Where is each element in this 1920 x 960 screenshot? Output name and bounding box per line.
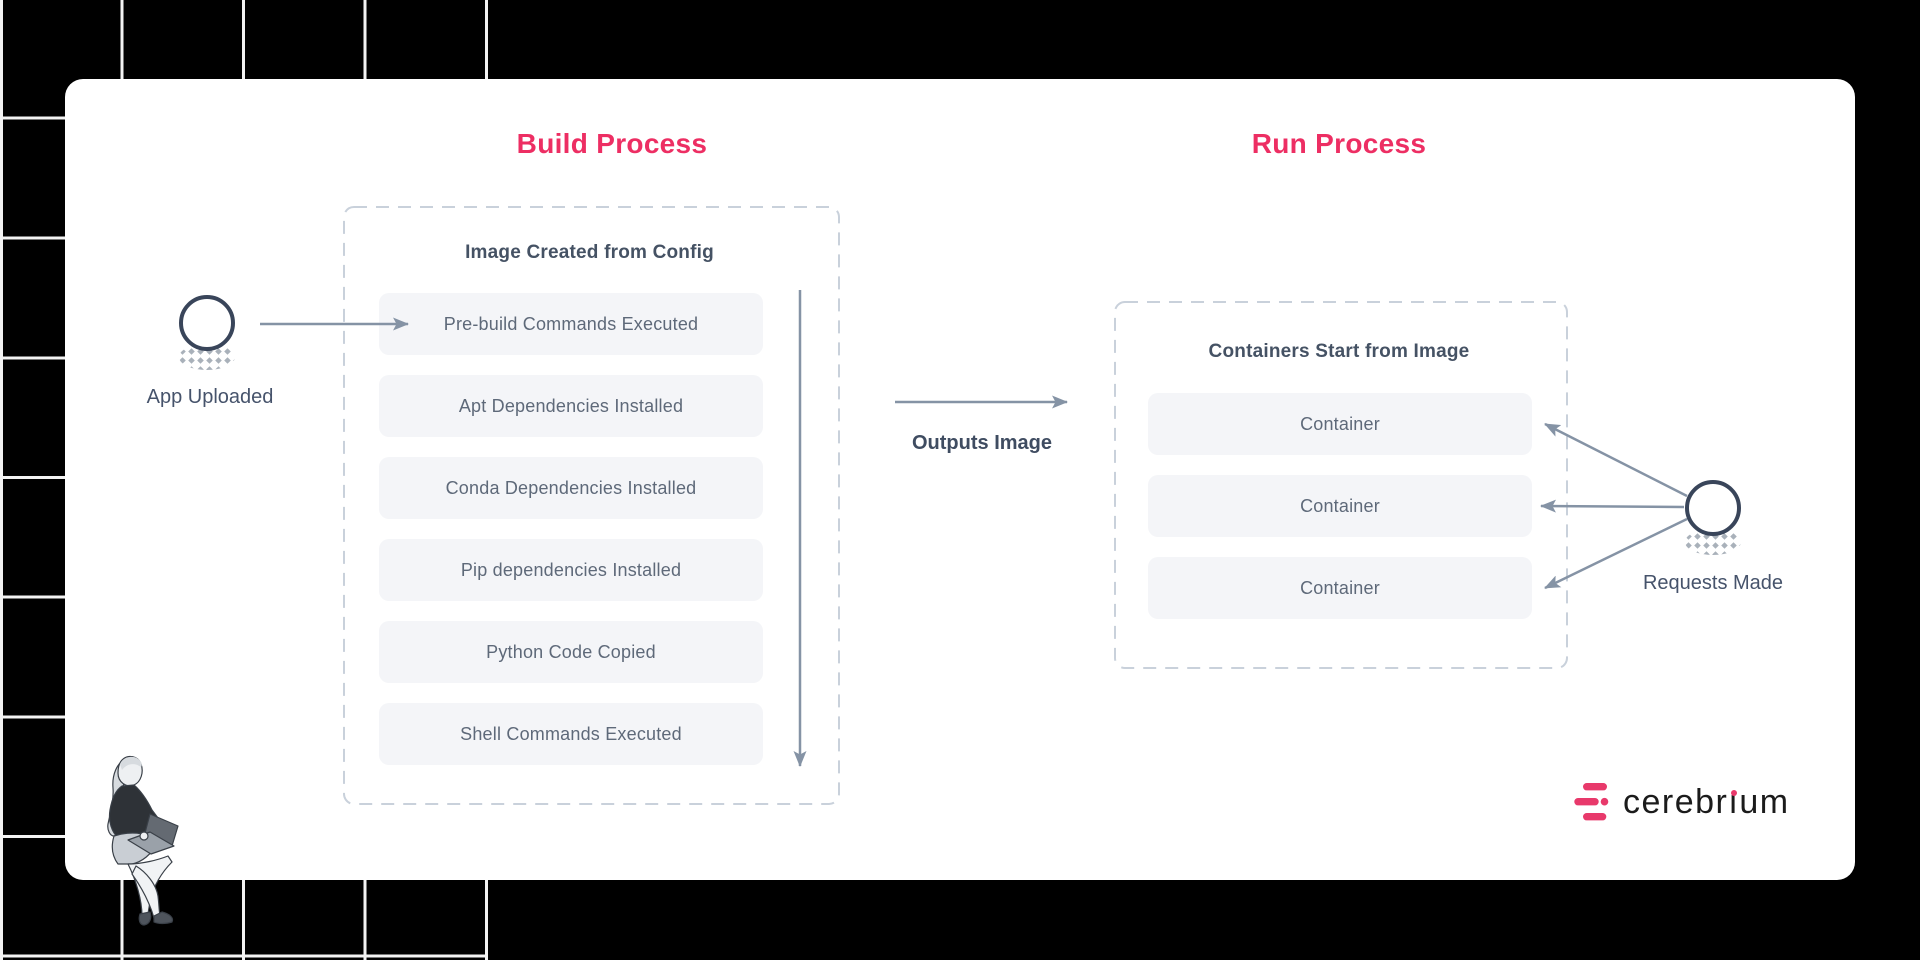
build-step: Apt Dependencies Installed [379, 375, 763, 437]
run-group-label: Containers Start from Image [1208, 341, 1470, 362]
woman-laptop-illustration [107, 755, 179, 926]
app-uploaded-label: App Uploaded [146, 386, 274, 408]
container-box: Container [1148, 393, 1532, 455]
build-step: Shell Commands Executed [379, 703, 763, 765]
app-upload-icon [179, 295, 235, 370]
outputs-image-label: Outputs Image [911, 432, 1052, 454]
logo-i-dot [1730, 790, 1737, 796]
flow-arrows [260, 290, 1688, 767]
diagram-card: Build Process Run Process Image Created … [65, 79, 1855, 880]
build-process-title: Build Process [516, 128, 708, 159]
run-process-title: Run Process [1251, 128, 1427, 159]
container-box: Container [1148, 557, 1532, 619]
build-step: Conda Dependencies Installed [379, 457, 763, 519]
requests-made-label: Requests Made [1642, 572, 1784, 594]
build-step: Python Code Copied [379, 621, 763, 683]
build-step: Pre-build Commands Executed [379, 293, 763, 355]
build-step: Pip dependencies Installed [379, 539, 763, 601]
build-group-border [343, 206, 840, 805]
build-group-label: Image Created from Config [465, 242, 714, 263]
cerebrium-logo-mark [1574, 783, 1609, 821]
container-box: Container [1148, 475, 1532, 537]
requests-icon [1685, 480, 1741, 555]
